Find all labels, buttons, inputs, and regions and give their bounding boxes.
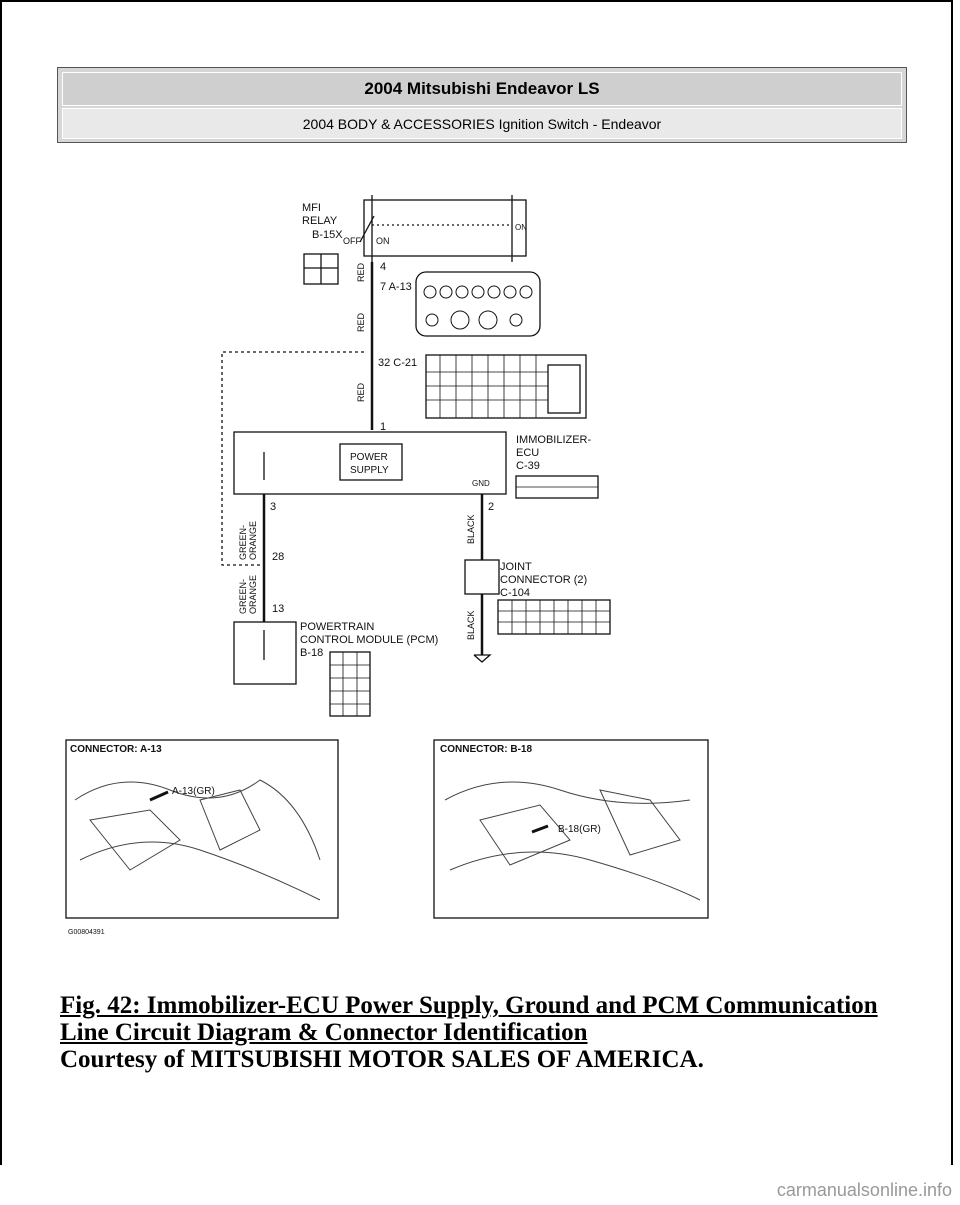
immobilizer-ecu-box — [233, 431, 507, 495]
relay-on-label: ON — [376, 236, 390, 246]
wire-black-2: BLACK — [466, 610, 476, 640]
photo2-title: CONNECTOR: B-18 — [440, 744, 532, 755]
pin-2: 2 — [488, 501, 494, 513]
ecu-id: C-39 — [516, 460, 540, 472]
a13-pin-label: 7 A-13 — [380, 281, 412, 293]
joint-label2: CONNECTOR (2) — [500, 574, 587, 586]
wire-green-orange-2b: ORANGE — [248, 575, 258, 614]
figure-code: G00804391 — [68, 929, 105, 936]
pcm-id: B-18 — [300, 647, 323, 659]
photo1-callout: A-13(GR) — [172, 786, 215, 797]
ecu-label2: ECU — [516, 447, 539, 459]
document-title: 2004 Mitsubishi Endeavor LS — [62, 72, 902, 106]
pcm-box — [233, 621, 297, 685]
a13-connector-face — [415, 271, 541, 337]
caption-line1: Fig. 42: Immobilizer-ECU Power Supply, G… — [60, 992, 878, 1019]
mfi-relay-label2: RELAY — [302, 215, 338, 227]
joint-id: C-104 — [500, 587, 530, 599]
footer-watermark: carmanualsonline.info — [776, 1180, 952, 1200]
pcm-label1: POWERTRAIN — [300, 621, 374, 633]
relay-right-label: ON — [515, 223, 527, 232]
pin-3: 3 — [270, 501, 276, 513]
b18-connector-face — [329, 651, 371, 717]
c21-connector-face — [425, 354, 587, 419]
joint-label1: JOINT — [500, 561, 532, 573]
c21-pin-label: 32 C-21 — [378, 357, 417, 369]
wire-green-orange-2a: GREEN- — [238, 579, 248, 614]
power-supply-block — [339, 443, 403, 481]
wire-red-3: RED — [356, 382, 366, 402]
mfi-relay-label1: MFI — [302, 202, 321, 214]
caption-line2: Line Circuit Diagram & Connector Identif… — [60, 1019, 588, 1046]
joint-connector-box — [464, 559, 500, 595]
document-subtitle: 2004 BODY & ACCESSORIES Ignition Switch … — [62, 108, 902, 139]
pin-1: 1 — [380, 421, 386, 433]
photo1-title: CONNECTOR: A-13 — [70, 744, 162, 755]
pin-13: 13 — [272, 603, 284, 615]
ecu-label1: IMMOBILIZER- — [516, 434, 592, 446]
photo-connector-a13 — [65, 739, 339, 919]
mfi-relay-box — [363, 199, 527, 257]
caption-line3: Courtesy of MITSUBISHI MOTOR SALES OF AM… — [60, 1046, 704, 1073]
pcm-label2: CONTROL MODULE (PCM) — [300, 634, 438, 646]
page-frame — [0, 0, 953, 1165]
pin-28: 28 — [272, 551, 284, 563]
power-supply-label2: SUPPLY — [350, 465, 389, 476]
photo2-callout: B-18(GR) — [558, 824, 601, 835]
wire-green-orange-1b: ORANGE — [248, 521, 258, 560]
wire-black-1: BLACK — [466, 514, 476, 544]
photo-connector-b18 — [433, 739, 709, 919]
document-header: 2004 Mitsubishi Endeavor LS 2004 BODY & … — [57, 67, 907, 143]
figure-caption: Fig. 42: Immobilizer-ECU Power Supply, G… — [60, 992, 940, 1073]
gnd-label: GND — [472, 479, 490, 488]
wire-green-orange-1a: GREEN- — [238, 525, 248, 560]
circuit-diagram: MFI RELAY B-15X OFF ON ON 4 7 A-13 32 C-… — [65, 195, 709, 936]
wire-red-2: RED — [356, 312, 366, 332]
relay-off-label: OFF — [343, 236, 361, 246]
mfi-relay-id: B-15X — [312, 229, 343, 241]
wire-red-1: RED — [356, 262, 366, 282]
ground-symbol — [473, 654, 492, 663]
pin-4: 4 — [380, 261, 386, 273]
power-supply-label1: POWER — [350, 452, 388, 463]
